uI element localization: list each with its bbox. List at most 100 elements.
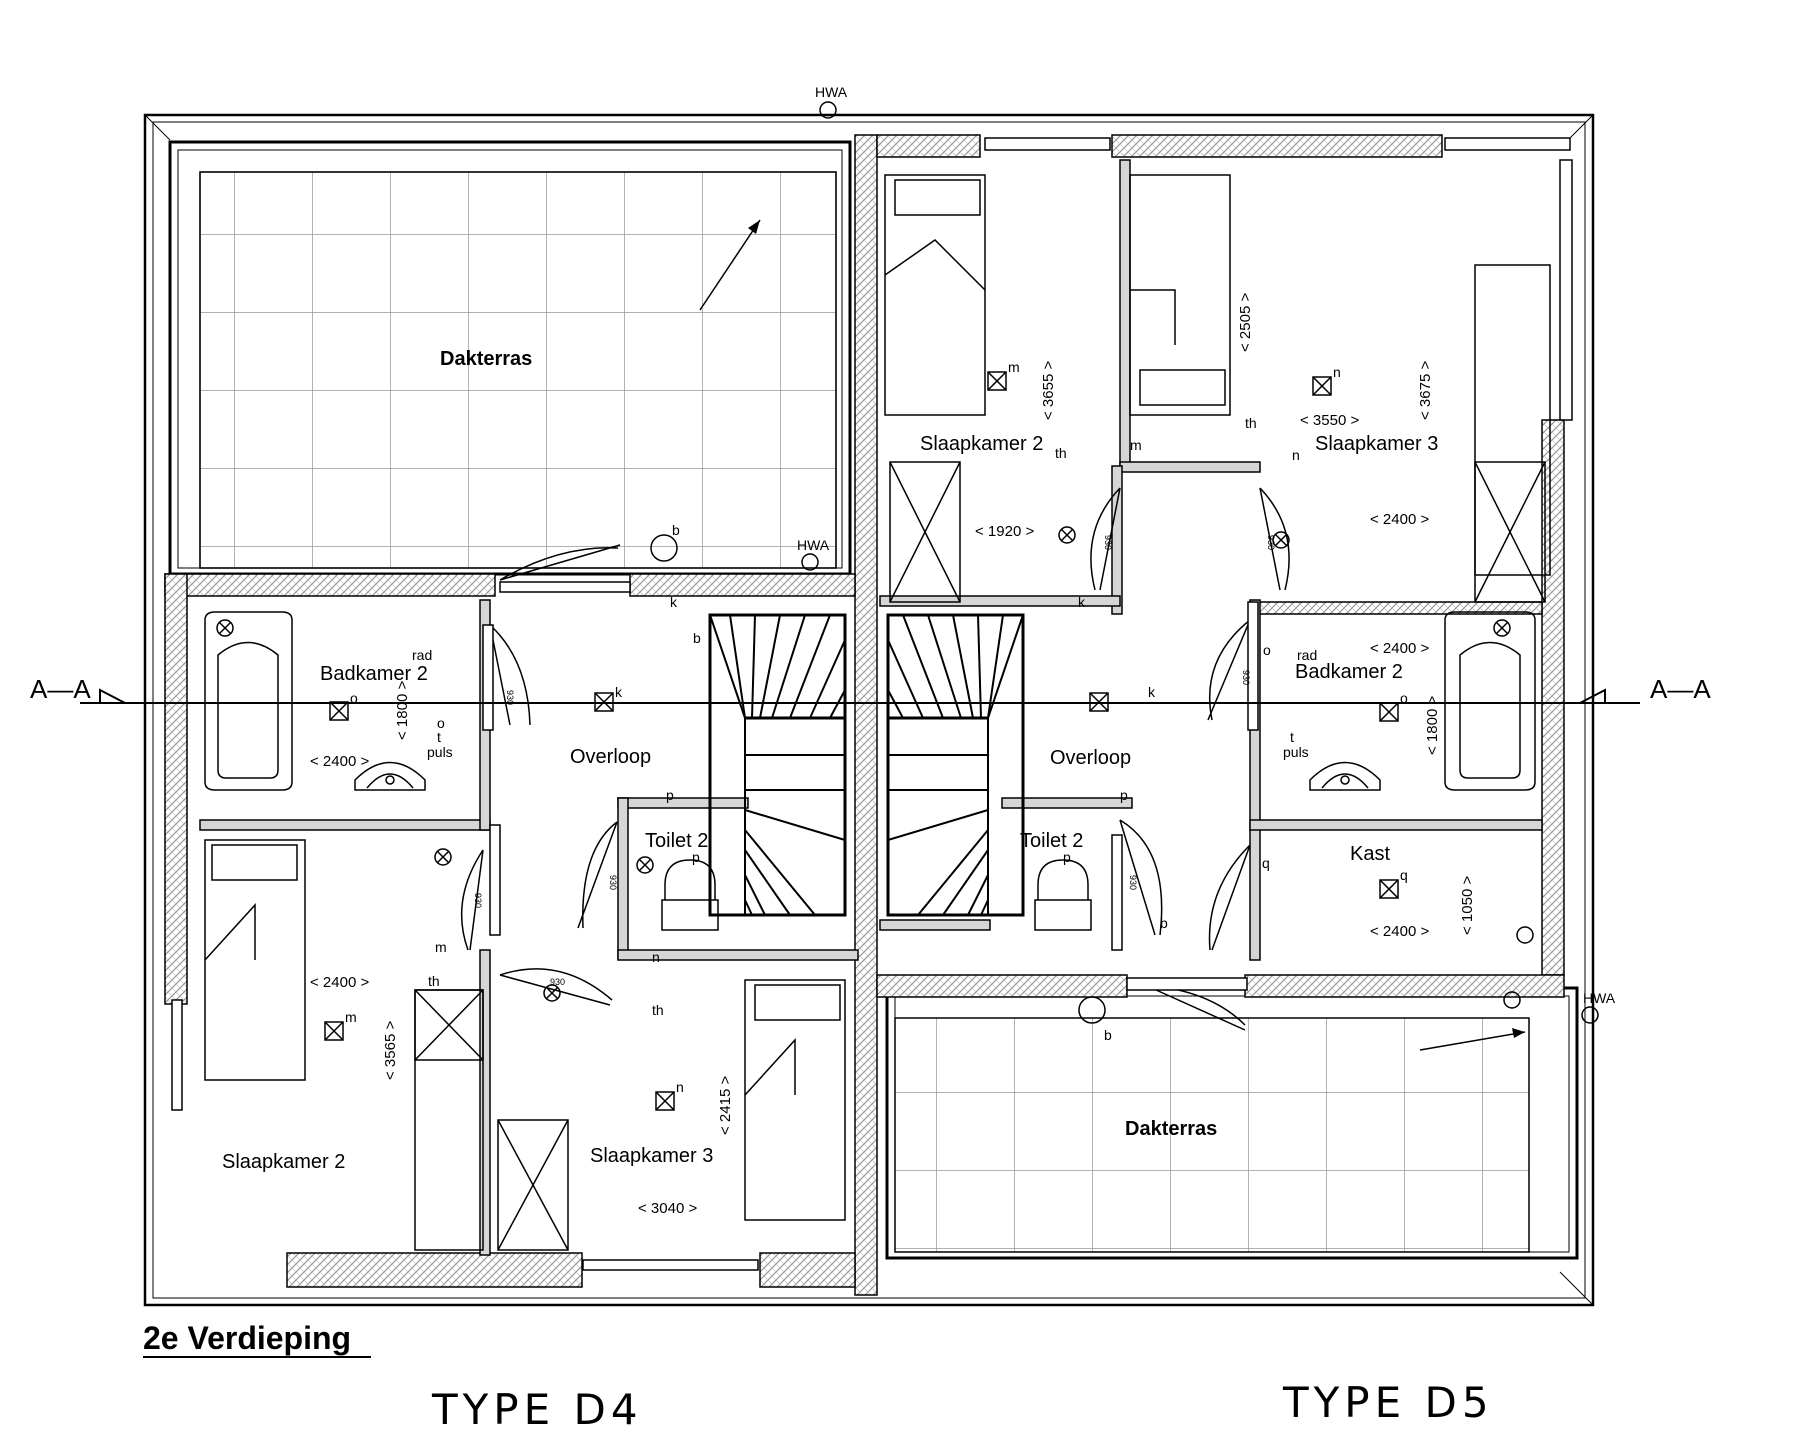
sym-th-4: th (1245, 415, 1257, 431)
hwa-label-1: HWA (815, 84, 848, 100)
symbol-labels: HWA HWA HWA b b b b k k k k m m m m n n … (345, 84, 1616, 1095)
door-width-4: 930 (1266, 535, 1276, 550)
dim-d5-sk3-w1: < 3550 > (1300, 412, 1359, 429)
dim-d4-sk2-w: < 2400 > (310, 974, 369, 991)
sym-m-1: m (345, 1009, 357, 1025)
hwa-label-2: HWA (797, 537, 830, 553)
d4-slaapkamer3-label: Slaapkamer 3 (590, 1145, 713, 1167)
sym-t-2: t (1290, 729, 1294, 745)
door-width-6: 930 (1128, 875, 1138, 890)
roof-outline (143, 113, 1595, 1307)
sym-o-3: o (1263, 642, 1271, 658)
dim-d5-sk2-h: < 3655 > (1040, 361, 1057, 420)
sym-puls-1: puls (427, 744, 453, 760)
sym-b-4: b (1160, 915, 1168, 931)
room-labels: Dakterras Dakterras Badkamer 2 Badkamer … (222, 348, 1438, 1173)
type-label-left: TYPE D4 (432, 1385, 643, 1434)
dimension-labels: < 2400 > < 1800 > < 2400 > < 3565 > < 30… (310, 293, 1476, 1217)
d4-bathtub (204, 611, 293, 791)
windows (171, 137, 1573, 1271)
sym-p-2: p (692, 849, 700, 865)
dim-d5-sk3-w2: < 2400 > (1370, 511, 1429, 528)
sym-m-4: m (1130, 437, 1142, 453)
type-label-right: TYPE D5 (1283, 1378, 1494, 1427)
d4-dakterras-label: Dakterras (440, 348, 532, 370)
sym-rad-2: rad (1297, 647, 1317, 663)
sym-th-3: th (652, 1002, 664, 1018)
dim-d5-sk3-h2: < 2505 > (1237, 293, 1254, 352)
dim-d5-sk3-h: < 3675 > (1417, 361, 1434, 420)
sym-rad-1: rad (412, 647, 432, 663)
sym-b-3: b (693, 630, 701, 646)
d4-badkamer-label: Badkamer 2 (320, 663, 428, 685)
sym-k-2: k (615, 684, 623, 700)
beds (204, 174, 1551, 1221)
dim-d5-kast-w: < 2400 > (1370, 923, 1429, 940)
d5-dakterras-area (885, 986, 1579, 1260)
dim-d5-kast-h: < 1050 > (1459, 876, 1476, 935)
sym-p-1: p (666, 787, 674, 803)
d5-staircase (886, 613, 1025, 917)
d4-overloop-label: Overloop (570, 746, 651, 768)
section-labels: A—A A—A (30, 674, 1711, 704)
d5-kast-label: Kast (1350, 843, 1390, 865)
section-label-right: A—A (1650, 674, 1711, 704)
sym-n-4: n (1292, 447, 1300, 463)
d4-dakterras-area (168, 140, 852, 576)
sym-o-2: o (437, 715, 445, 731)
electrical-symbols (216, 101, 1599, 1111)
sym-k-3: k (1078, 594, 1086, 610)
dim-d4-sk2-h: < 3565 > (382, 1021, 399, 1080)
d4-slaapkamer2-label: Slaapkamer 2 (222, 1151, 345, 1173)
wardrobes (414, 461, 1546, 1251)
dim-d4-sk3-w: < 3040 > (638, 1200, 697, 1217)
toilets (661, 859, 1092, 931)
dim-d5-bad-h: < 1800 > (1424, 696, 1441, 755)
sym-n-1: n (676, 1079, 684, 1095)
hwa-label-3: HWA (1583, 990, 1616, 1006)
dim-d5-bad-w: < 2400 > (1370, 640, 1429, 657)
sym-b-1: b (672, 522, 680, 538)
d5-slaapkamer2-label: Slaapkamer 2 (920, 433, 1043, 455)
sym-th-2: th (1055, 445, 1067, 461)
sym-puls-2: puls (1283, 744, 1309, 760)
dim-d5-sk2-w: < 1920 > (975, 523, 1034, 540)
sym-t-1: t (437, 729, 441, 745)
door-width-8: 930 (550, 977, 565, 987)
sym-b-2: b (1104, 1027, 1112, 1043)
sym-n-3: n (1333, 364, 1341, 380)
d5-overloop-label: Overloop (1050, 747, 1131, 769)
dim-d4-bad-w: < 2400 > (310, 753, 369, 770)
hatched-walls (164, 134, 1565, 1296)
door-width-3: 930 (1103, 535, 1113, 550)
door-width-5: 930 (1241, 670, 1251, 685)
d4-toilet-label: Toilet 2 (645, 830, 708, 852)
dim-d4-sk3-h: < 2415 > (717, 1076, 734, 1135)
door-width-7: 930 (473, 893, 483, 908)
sym-q-2: q (1262, 855, 1270, 871)
d5-slaapkamer3-label: Slaapkamer 3 (1315, 433, 1438, 455)
sym-k-4: k (1148, 684, 1156, 700)
d4-staircase (708, 613, 847, 917)
door-width-1: 930 (505, 690, 515, 705)
sym-o-1: o (350, 690, 358, 706)
d5-badkamer-label: Badkamer 2 (1295, 661, 1403, 683)
dim-d4-bad-h: < 1800 > (394, 681, 411, 740)
sinks (354, 761, 1381, 791)
d5-dakterras-label: Dakterras (1125, 1118, 1217, 1140)
sym-k-1: k (670, 594, 678, 610)
floor-title: 2e Verdieping (143, 1321, 372, 1358)
door-width-2: 930 (608, 875, 618, 890)
d5-toilet-label: Toilet 2 (1020, 830, 1083, 852)
sym-m-3: m (1008, 359, 1020, 375)
sym-m-2: m (435, 939, 447, 955)
section-label-left: A—A (30, 674, 91, 704)
sym-p-3: p (1120, 787, 1128, 803)
sym-q-1: q (1400, 867, 1408, 883)
sym-n-2: n (652, 949, 660, 965)
sym-o-4: o (1400, 690, 1408, 706)
d5-bathtub (1444, 611, 1536, 791)
interior-walls (199, 159, 1543, 1256)
sym-th-1: th (428, 973, 440, 989)
